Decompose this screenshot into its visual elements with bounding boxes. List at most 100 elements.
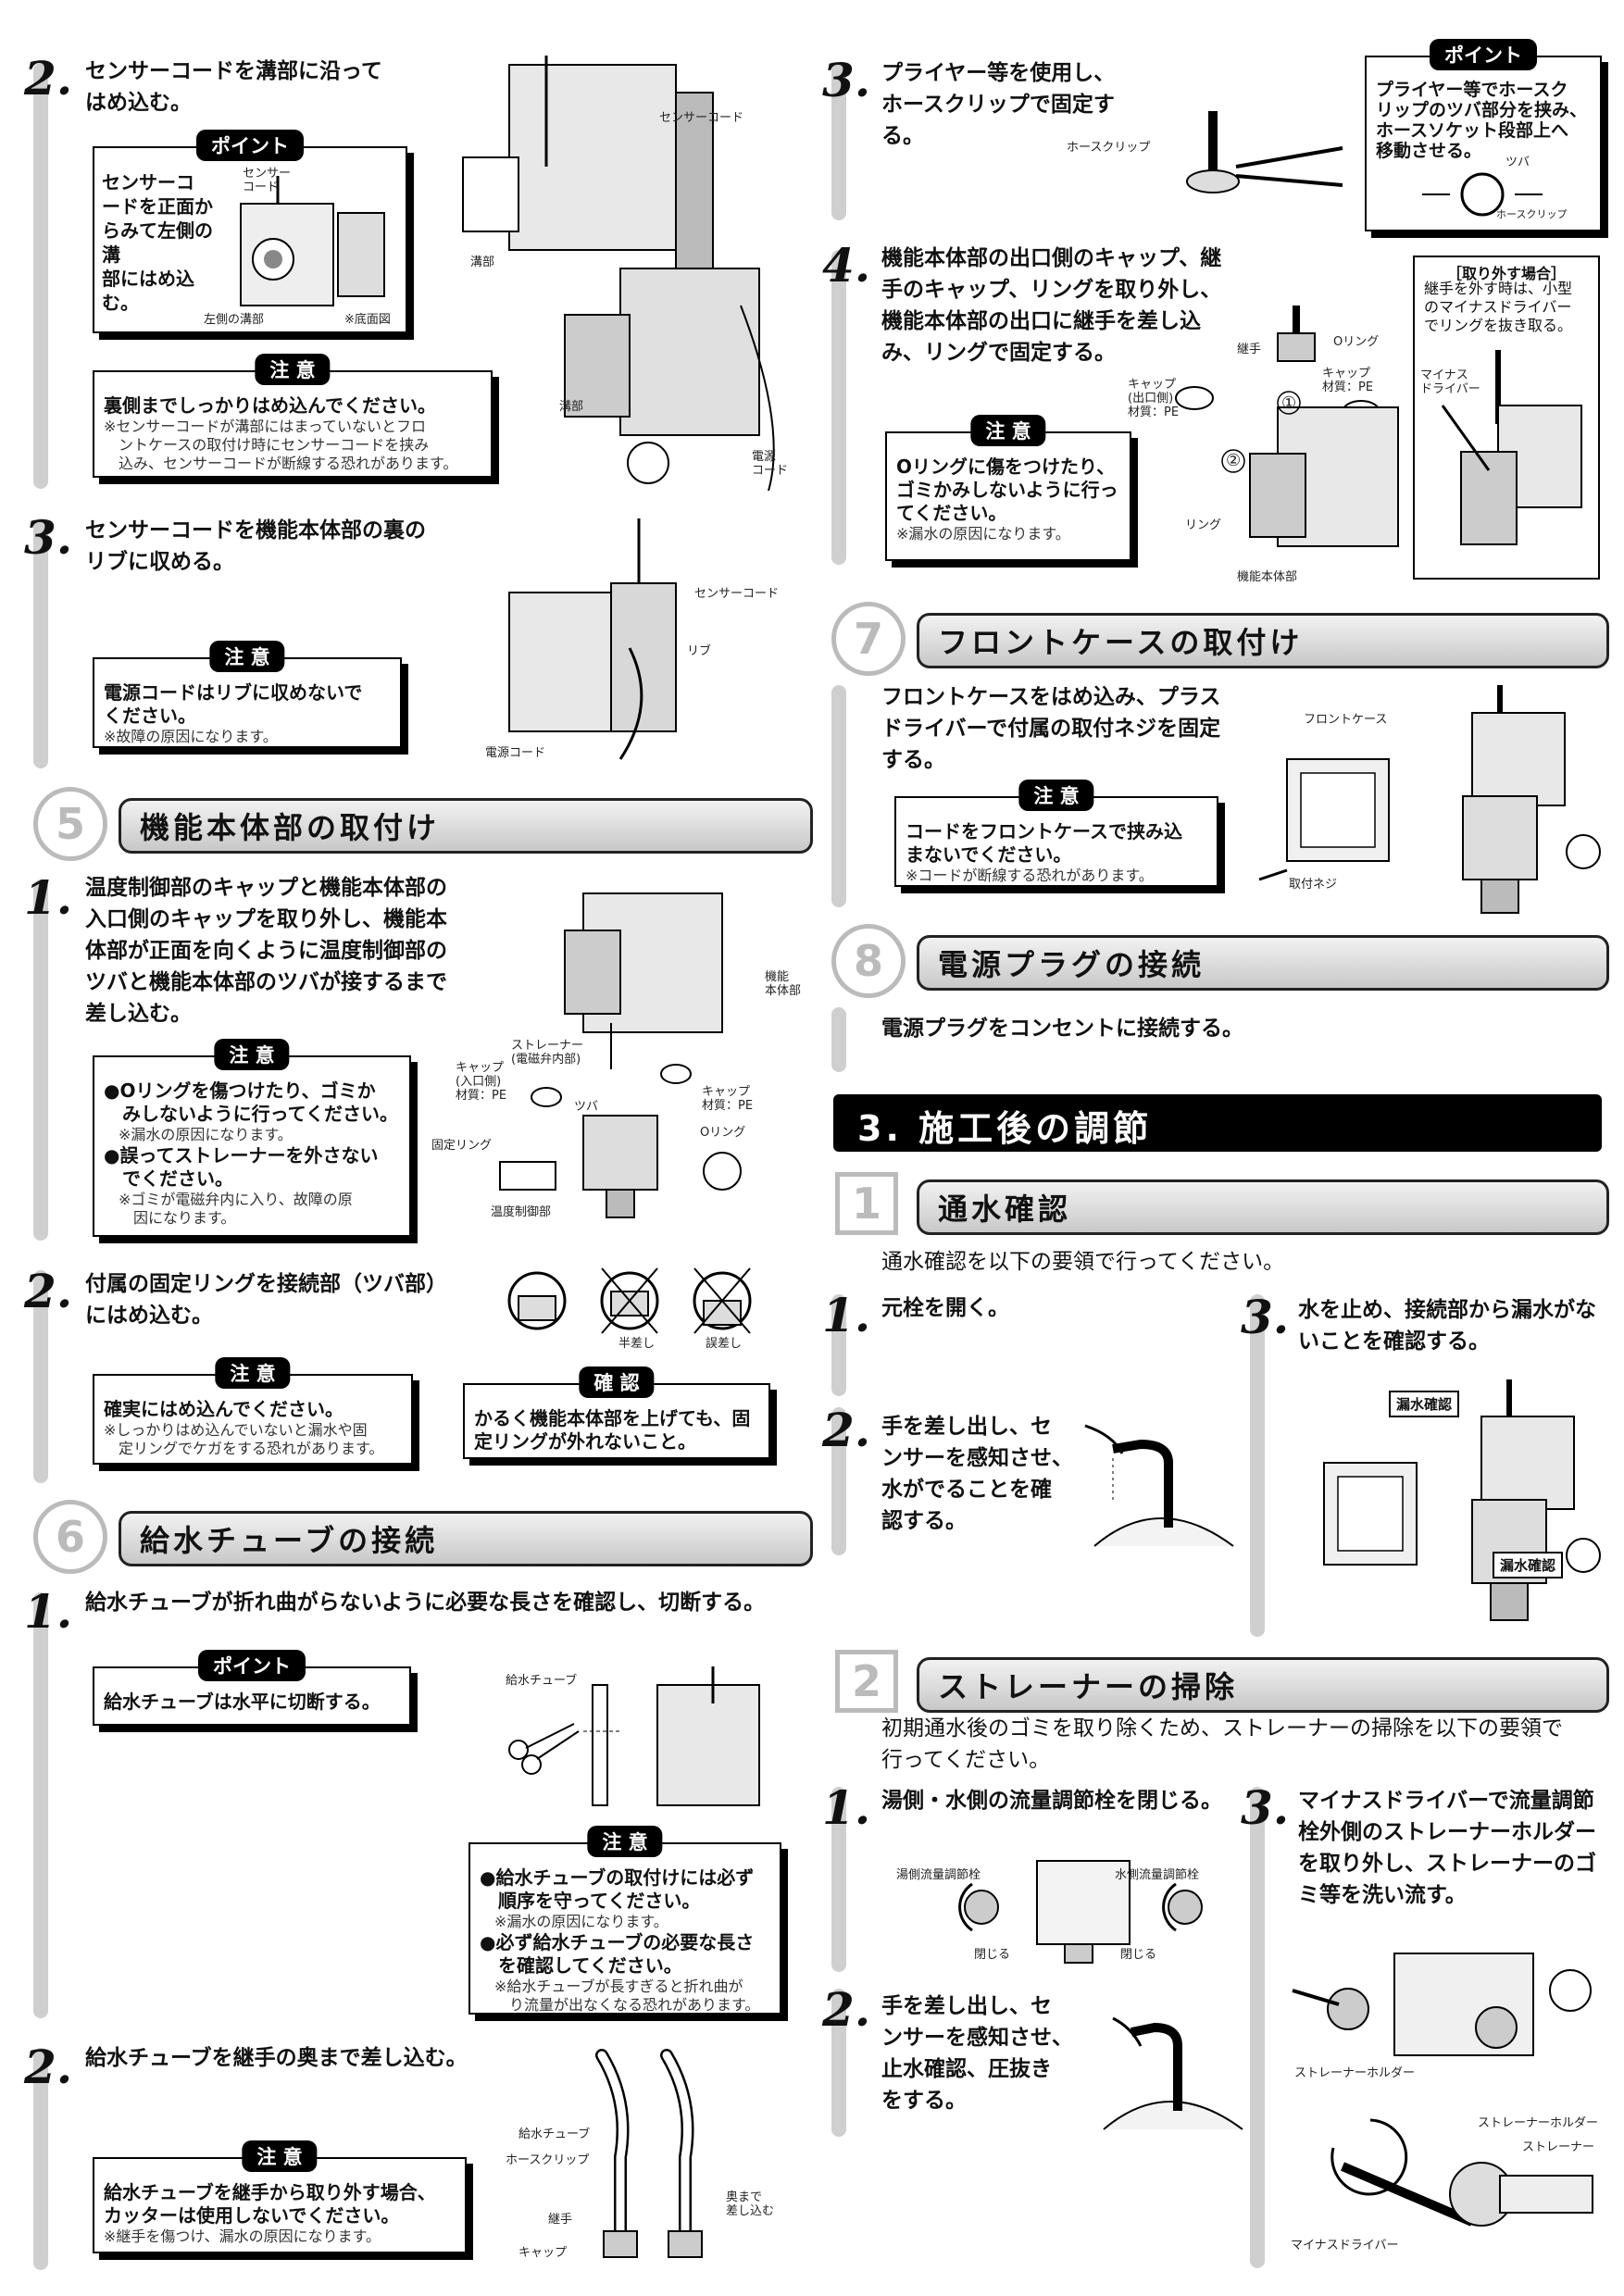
step-bar [831, 250, 846, 565]
caution-text: 電源コードはリブに収めないで ください。 [104, 681, 363, 727]
caption: 水側流量調節栓 [1115, 1868, 1200, 1882]
section-number-circle: 5 [33, 787, 107, 861]
caption: 継手 [548, 2213, 573, 2227]
section-title: フロントケースの取付け [938, 625, 1304, 660]
caption: ツバ [574, 1100, 599, 1114]
subsection-title: 通水確認 [938, 1192, 1072, 1227]
step-text: 付属の固定リングを接続部（ツバ部） にはめ込む。 [85, 1272, 447, 1328]
caption: Oリング [700, 1126, 746, 1140]
rib-illustration [508, 518, 677, 760]
section-header-8: 電源プラグの接続 [917, 935, 1609, 991]
subsection-header-1: 通水確認 [917, 1179, 1609, 1235]
step-number: 2. [822, 1982, 871, 2037]
step-bar [33, 2048, 48, 2270]
caution-note: ※給水チューブが長すぎると折れ曲が り流量が出なくなる恐れがあります。 [494, 1978, 760, 2014]
caution-label: 注 意 [215, 1357, 291, 1389]
step-bar [33, 1270, 48, 1483]
step-bar [831, 1787, 846, 1972]
step-bar [33, 518, 48, 768]
step-bar [1250, 1787, 1265, 2268]
section-number-circle: 7 [831, 602, 906, 676]
caution-box: 注 意 Oリングに傷をつけたり、 ゴミかみしないように行っ てください。 ※漏水… [885, 415, 1131, 561]
step-bar [1250, 1294, 1265, 1637]
step-text: 機能本体部の出口側のキャップ、継 手のキャップ、リングを取り外し、 機能本体部の… [881, 246, 1222, 365]
caution-box: 注 意 給水チューブを継手から取り外す場合、 カッターは使用しないでください。 … [93, 2140, 467, 2253]
chapter-banner: 3. 施工後の調節 [833, 1094, 1602, 1152]
caution-box: 注 意 裏側までしっかりはめ込んでください。 ※センサーコードが溝部にはまってい… [93, 354, 493, 478]
step-text: 湯側・水側の流量調節栓を閉じる。 [881, 1789, 1222, 1813]
caption: 固定リング [431, 1139, 493, 1153]
caution-label: 注 意 [209, 641, 285, 672]
caution-label: 注 意 [587, 1826, 663, 1857]
tube-cut-illustration [508, 1666, 760, 1806]
step-text: 電源プラグをコンセントに接続する。 [881, 1017, 1243, 1041]
step-text: プライヤー等を使用し、 ホースクリップで固定す る。 [881, 61, 1116, 148]
caution-label: 注 意 [242, 2140, 318, 2172]
step-number: 3. [1241, 1290, 1290, 1344]
strainer-clean-illustration [1330, 2118, 1593, 2227]
point-text: センサーコ ードを正面か らみて左側の溝 部にはめ込 む。 [102, 171, 213, 314]
caution-label: 注 意 [214, 1039, 290, 1070]
strainer-holder-illustration [1292, 1953, 1592, 2056]
caution-note: ※コードが断線する恐れがあります。 [906, 867, 1154, 884]
caution-note: ※センサーコードが溝部にはまっていないとフロ ントケースの取付け時にセンサーコー… [104, 418, 458, 472]
section-title: 給水チューブの接続 [140, 1523, 439, 1558]
subsection-number: 2 [835, 1650, 898, 1713]
step-bar [831, 1007, 846, 1072]
caption: フロントケース [1304, 713, 1388, 727]
caution-note: ※漏水の原因になります。 [104, 1126, 293, 1143]
step-text: マイナスドライバーで流量調節 栓外側のストレーナーホルダー を取り外し、ストレー… [1298, 1789, 1596, 1907]
point-box: ポイント 給水チューブは水平に切断する。 [93, 1650, 411, 1726]
step-text: 手を差し出し、セ ンサーを感知させ、 止水確認、圧抜き をする。 [881, 1994, 1073, 2113]
caution-box: 注 意 電源コードはリブに収めないで ください。 ※故障の原因になります。 [93, 641, 402, 748]
front-case-illustration [1258, 685, 1601, 914]
caption: 溝部 [559, 400, 584, 414]
caption: 給水チューブ [518, 2128, 591, 2141]
caution-text: 確実にはめ込んでください。 [104, 1398, 344, 1420]
caption: 電源コード [485, 746, 546, 760]
caption: 左側の溝部 [204, 313, 265, 327]
caption: 温度制御部 [491, 1205, 552, 1219]
caption: ホースクリップ [1067, 141, 1151, 155]
caption: 奥まで 差し込む [726, 2190, 775, 2218]
step-text: センサーコードを溝部に沿って はめ込む。 [85, 59, 382, 115]
remove-box: ［取り外す場合］ 継手を外す時は、小型 のマイナスドライバー でリングを抜き取る… [1413, 256, 1600, 580]
caution-box: 注 意 確実にはめ込んでください。 ※しっかりはめ込んでいないと漏水や固 定リン… [93, 1357, 413, 1465]
caution-text: コードをフロントケースで挟み込 まないでください。 [906, 820, 1182, 866]
caution-box: 注 意 ●給水チューブの取付けには必ず 順序を守ってください。 ※漏水の原因にな… [468, 1826, 781, 2015]
subsection-title: ストレーナーの掃除 [938, 1669, 1239, 1704]
subsection-number: 1 [835, 1172, 898, 1235]
caption: ストレーナーホルダー [1478, 2116, 1599, 2130]
caption: 給水チューブ [506, 1674, 578, 1688]
driver-remove-illustration [1441, 350, 1582, 545]
step-bar [33, 63, 48, 489]
caption: 閉じる [974, 1948, 1011, 1962]
point-label: ポイント [1430, 39, 1537, 70]
caution-note: ※故障の原因になります。 [104, 728, 278, 745]
step-text: 給水チューブが折れ曲がらないように必要な長さを確認し、切断する。 [85, 1591, 766, 1615]
valve-close-illustration [958, 1860, 1203, 1964]
step-number: 1. [822, 1288, 871, 1342]
intro-text: 初期通水後のゴミを取り除くため、ストレーナーの掃除を以下の要領で 行ってください… [881, 1716, 1563, 1772]
section-header-7: フロントケースの取付け [917, 613, 1609, 668]
caption: 誤差し [706, 1337, 743, 1351]
step-text: 元栓を開く。 [881, 1296, 1009, 1320]
step-number: 3. [1241, 1780, 1290, 1835]
caption: マイナス ドライバー [1420, 368, 1480, 396]
caption: ① [1281, 393, 1297, 413]
step-bar [831, 685, 846, 907]
check-label: 確 認 [579, 1366, 655, 1398]
caption: リング [1185, 518, 1222, 532]
caution-text: 裏側までしっかりはめ込んでください。 [104, 394, 436, 417]
body-install-illustration [499, 892, 742, 1218]
caption: キャップ 材質：PE [1322, 367, 1374, 394]
caution-item: ●必ず給水チューブの必要な長さ を確認してください。 [480, 1931, 755, 1977]
clip-move-icon [1422, 172, 1543, 217]
step-bar [831, 1294, 846, 1396]
step-number: 2. [24, 51, 73, 106]
step-bar [831, 1407, 846, 1555]
step-number: 1. [822, 1780, 871, 1835]
caption: ホースクリップ [506, 2153, 590, 2167]
caption: 機能 本体部 [765, 970, 802, 998]
step-bar [831, 1989, 846, 2137]
